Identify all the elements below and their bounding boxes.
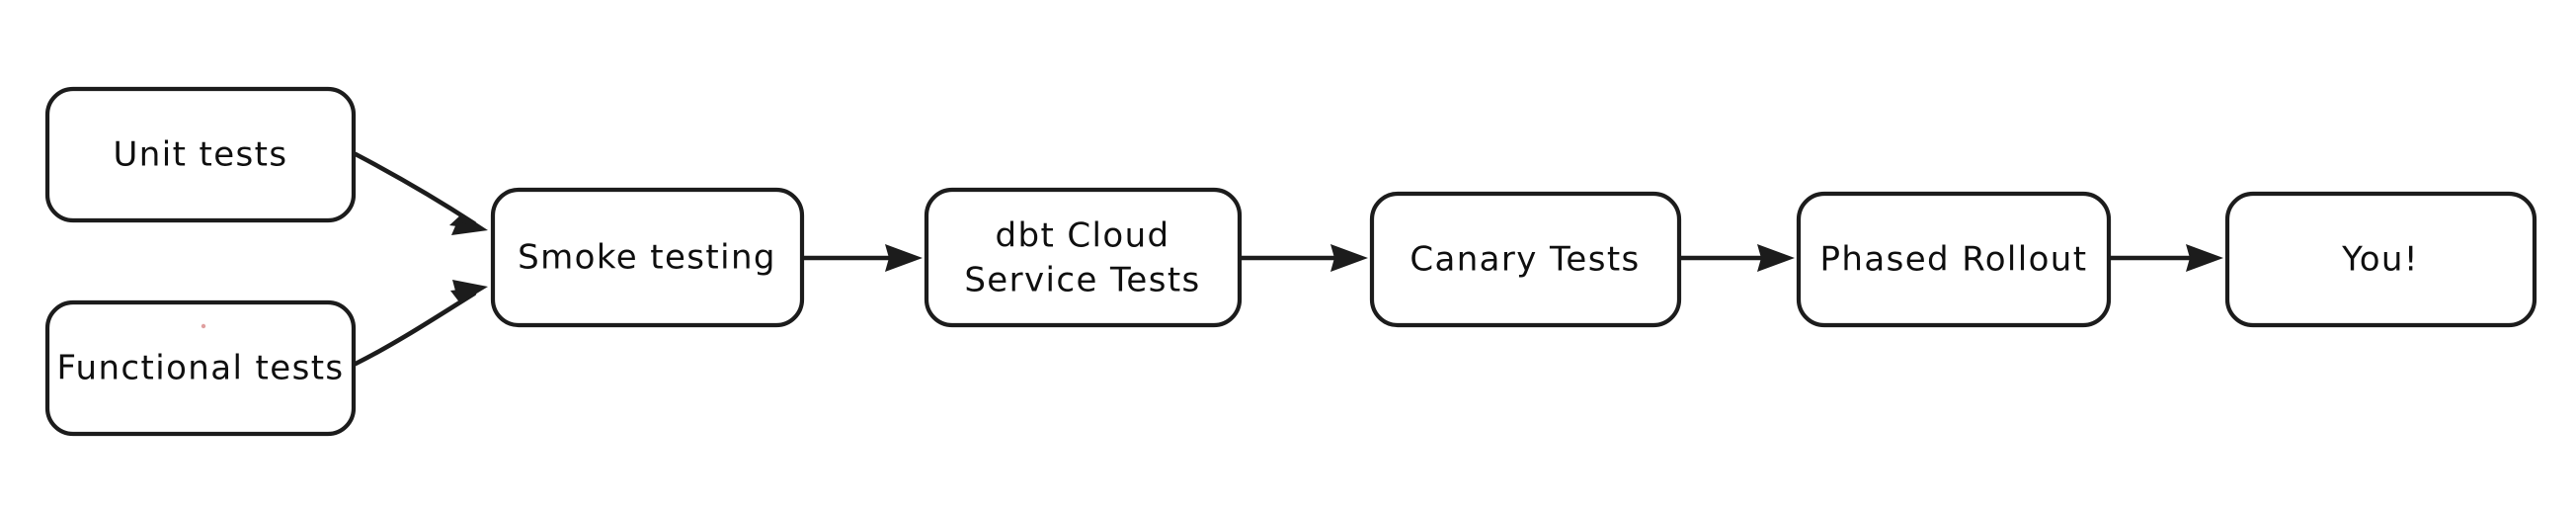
node-canary-tests-shape[interactable] [1369, 191, 1682, 328]
node-unit-tests-shape[interactable] [44, 86, 357, 223]
edge-phased-to-you [2107, 244, 2223, 272]
node-phased-rollout[interactable]: Phased Rollout [1796, 191, 2112, 328]
edge-dbt-to-canary [1238, 244, 1368, 272]
stray-speck-icon [201, 323, 206, 329]
edge-smoke-to-dbt [800, 244, 923, 272]
edge-dbt-to-canary-arrowhead [1330, 244, 1368, 272]
node-functional-tests[interactable]: Functional tests [44, 299, 357, 437]
node-functional-tests-label: Functional tests [56, 349, 344, 388]
node-smoke-testing-shape[interactable] [490, 187, 805, 328]
edge-functional-to-smoke-arrowhead-upper [452, 280, 488, 295]
edge-layer [353, 151, 2223, 367]
node-canary-tests[interactable]: Canary Tests [1369, 191, 1682, 328]
node-phased-rollout-label: Phased Rollout [1820, 240, 2088, 280]
node-smoke-testing[interactable]: Smoke testing [490, 187, 805, 328]
node-canary-tests-label: Canary Tests [1409, 240, 1640, 280]
node-you[interactable]: You! [2224, 191, 2537, 328]
node-unit-tests[interactable]: Unit tests [44, 86, 357, 223]
edge-unit-to-smoke-line [353, 151, 477, 226]
node-you-label: You! [2341, 240, 2419, 280]
edge-smoke-to-dbt-arrowhead [885, 244, 923, 272]
edge-functional-to-smoke [353, 280, 488, 367]
edge-canary-to-phased-arrowhead [1757, 244, 1795, 272]
node-dbt-cloud-service-tests-shape[interactable] [924, 187, 1243, 328]
edge-unit-to-smoke-arrowhead-lower [451, 221, 488, 235]
node-unit-tests-label: Unit tests [113, 135, 287, 175]
node-smoke-testing-label: Smoke testing [518, 238, 776, 278]
node-you-shape[interactable] [2224, 191, 2537, 328]
edge-unit-to-smoke [353, 151, 488, 235]
node-dbt-cloud-service-tests[interactable]: dbt Cloud Service Tests [924, 187, 1243, 328]
node-functional-tests-shape[interactable] [44, 299, 357, 437]
node-dbt-cloud-service-tests-label-line2: Service Tests [964, 261, 1200, 300]
node-phased-rollout-shape[interactable] [1796, 191, 2112, 328]
edge-phased-to-you-arrowhead [2186, 244, 2223, 272]
edge-canary-to-phased [1677, 244, 1795, 272]
node-dbt-cloud-service-tests-label-line1: dbt Cloud [995, 216, 1169, 256]
edge-functional-to-smoke-line [353, 291, 477, 367]
node-layer: Unit tests Functional tests Smoke testin… [44, 86, 2537, 437]
